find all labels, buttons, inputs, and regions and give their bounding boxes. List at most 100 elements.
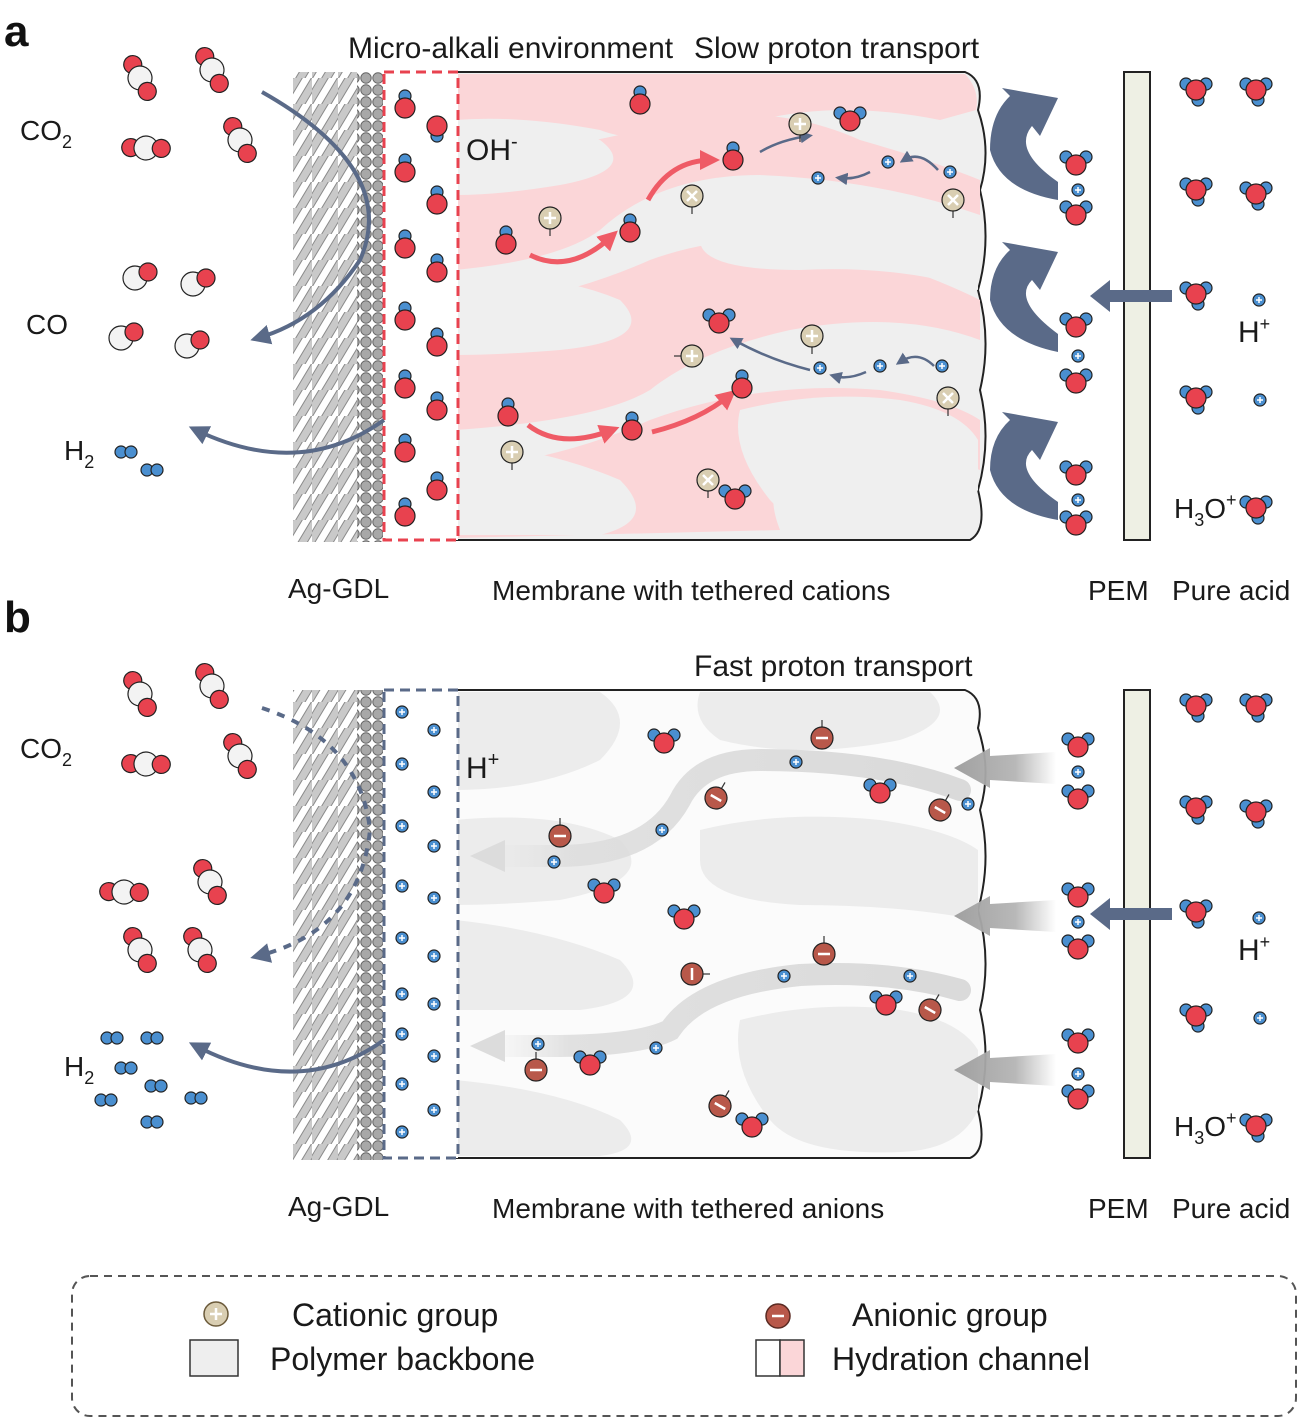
- anionic-group: [810, 720, 834, 750]
- legend: Cationic group Anionic group Polymer bac…: [71, 1275, 1297, 1417]
- water-molecule: [1059, 200, 1093, 226]
- hydroxide-ion: [495, 225, 517, 255]
- hydroxide-ion: [426, 185, 448, 215]
- water-molecule: [869, 990, 903, 1016]
- hydroxide-ion: [394, 229, 416, 259]
- panel-a-proton-return-arrows: [990, 88, 1172, 520]
- proton: [777, 969, 791, 983]
- proton: [395, 1027, 409, 1041]
- co-molecule: [108, 322, 144, 351]
- anionic-group: [548, 818, 572, 848]
- co2-molecule: [195, 46, 229, 94]
- proton: [961, 797, 975, 811]
- hydroxide-ion: [426, 253, 448, 283]
- hydroxide-ion: [394, 301, 416, 331]
- co2-molecule: [123, 926, 157, 974]
- co2-molecule: [183, 926, 217, 974]
- cationic-group: [500, 440, 524, 470]
- hydronium-ion: [1179, 177, 1213, 207]
- proton: [395, 879, 409, 893]
- hydronium-ion: [1239, 799, 1273, 829]
- panel-b-membrane-label: Membrane with tethered anions: [492, 1193, 884, 1224]
- water-molecule: [647, 728, 681, 754]
- proton: [395, 705, 409, 719]
- proton: [395, 1077, 409, 1091]
- panel-b-gdl-catalyst: [357, 690, 383, 1160]
- proton: [1071, 1067, 1085, 1081]
- h2-molecule: [140, 1031, 164, 1045]
- panel-a-right-title: Slow proton transport: [694, 32, 980, 65]
- legend-channel-swatch: [755, 1339, 805, 1377]
- proton: [427, 1103, 441, 1117]
- hydronium-ion: [1179, 385, 1213, 415]
- hydronium-ion: [1179, 77, 1213, 107]
- proton: [1253, 393, 1267, 407]
- panel-b-right-title: Fast proton transport: [694, 650, 973, 683]
- hydronium-ion: [1179, 1003, 1213, 1033]
- panel-b-reaction-zone: [382, 688, 460, 1160]
- legend-cation-icon: [203, 1301, 229, 1327]
- co2-molecule: [195, 662, 229, 710]
- hydronium-ion: [1179, 281, 1213, 311]
- panel-b: b Fast proton transport H+ CO2 H2: [4, 593, 1290, 1224]
- water-molecule: [1061, 784, 1095, 810]
- water-molecule: [1059, 368, 1093, 394]
- panel-a-left-title: Micro-alkali environment: [348, 32, 674, 65]
- cationic-group: [680, 184, 704, 214]
- anionic-group: [918, 994, 942, 1022]
- proton: [813, 361, 827, 375]
- co2-molecule: [193, 858, 227, 906]
- water-molecule: [702, 308, 736, 334]
- co2-molecule: [121, 135, 171, 161]
- panel-a-membrane-label: Membrane with tethered cations: [492, 575, 890, 606]
- co2-molecule: [223, 732, 257, 780]
- proton: [1071, 915, 1085, 929]
- water-molecule: [718, 484, 752, 510]
- proton: [427, 891, 441, 905]
- legend-backbone-label: Polymer backbone: [270, 1341, 535, 1377]
- h2-molecule: [184, 1091, 208, 1105]
- hydroxide-ion: [629, 85, 651, 115]
- anionic-group: [708, 1090, 732, 1118]
- panel-a-gdl-catalyst: [357, 72, 383, 542]
- hydronium-ion: [1179, 899, 1213, 929]
- panel-a-hydronium-label: H3O+: [1174, 490, 1237, 530]
- water-molecule: [863, 778, 897, 804]
- hydroxide-ion: [426, 115, 448, 143]
- proton: [1071, 765, 1085, 779]
- panel-b-gdl-label: Ag-GDL: [288, 1191, 389, 1222]
- co2-molecule: [123, 670, 157, 718]
- proton: [881, 155, 895, 169]
- co2-molecule: [99, 879, 149, 905]
- panel-a-acid-label: Pure acid: [1172, 575, 1290, 606]
- panel-a-pem-label: PEM: [1088, 575, 1149, 606]
- panel-a: a Micro-alkali environment Slow proton t…: [4, 7, 1290, 606]
- hydronium-ion: [1239, 1113, 1273, 1143]
- co-molecule: [180, 268, 216, 297]
- legend-backbone-swatch: [189, 1339, 239, 1377]
- proton: [903, 969, 917, 983]
- proton: [655, 823, 669, 837]
- cationic-group: [941, 188, 965, 218]
- panel-a-zone-ion: OH-: [466, 131, 518, 167]
- proton: [547, 855, 561, 869]
- hydroxide-ion: [497, 397, 519, 427]
- water-molecule: [1059, 510, 1093, 536]
- hydroxide-ion: [426, 327, 448, 357]
- panel-a-proton-arrows: [729, 130, 939, 385]
- panel-b-hydronium-label: H3O+: [1174, 1108, 1237, 1148]
- hydroxide-ion: [426, 471, 448, 501]
- anionic-group: [704, 782, 728, 810]
- panel-b-acid-label: Pure acid: [1172, 1193, 1290, 1224]
- hydroxide-ion: [394, 497, 416, 527]
- cationic-group: [674, 344, 704, 368]
- proton: [395, 1125, 409, 1139]
- panel-b-proton-label: H+: [1238, 932, 1270, 967]
- co2-molecule: [223, 116, 257, 164]
- legend-anionic-label: Anionic group: [852, 1297, 1048, 1333]
- hydroxide-ion: [394, 433, 416, 463]
- panel-a-co2-label: CO2: [20, 115, 72, 152]
- panel-b-molecules: [94, 662, 1273, 1143]
- legend-cationic-label: Cationic group: [292, 1297, 498, 1333]
- proton: [1253, 1011, 1267, 1025]
